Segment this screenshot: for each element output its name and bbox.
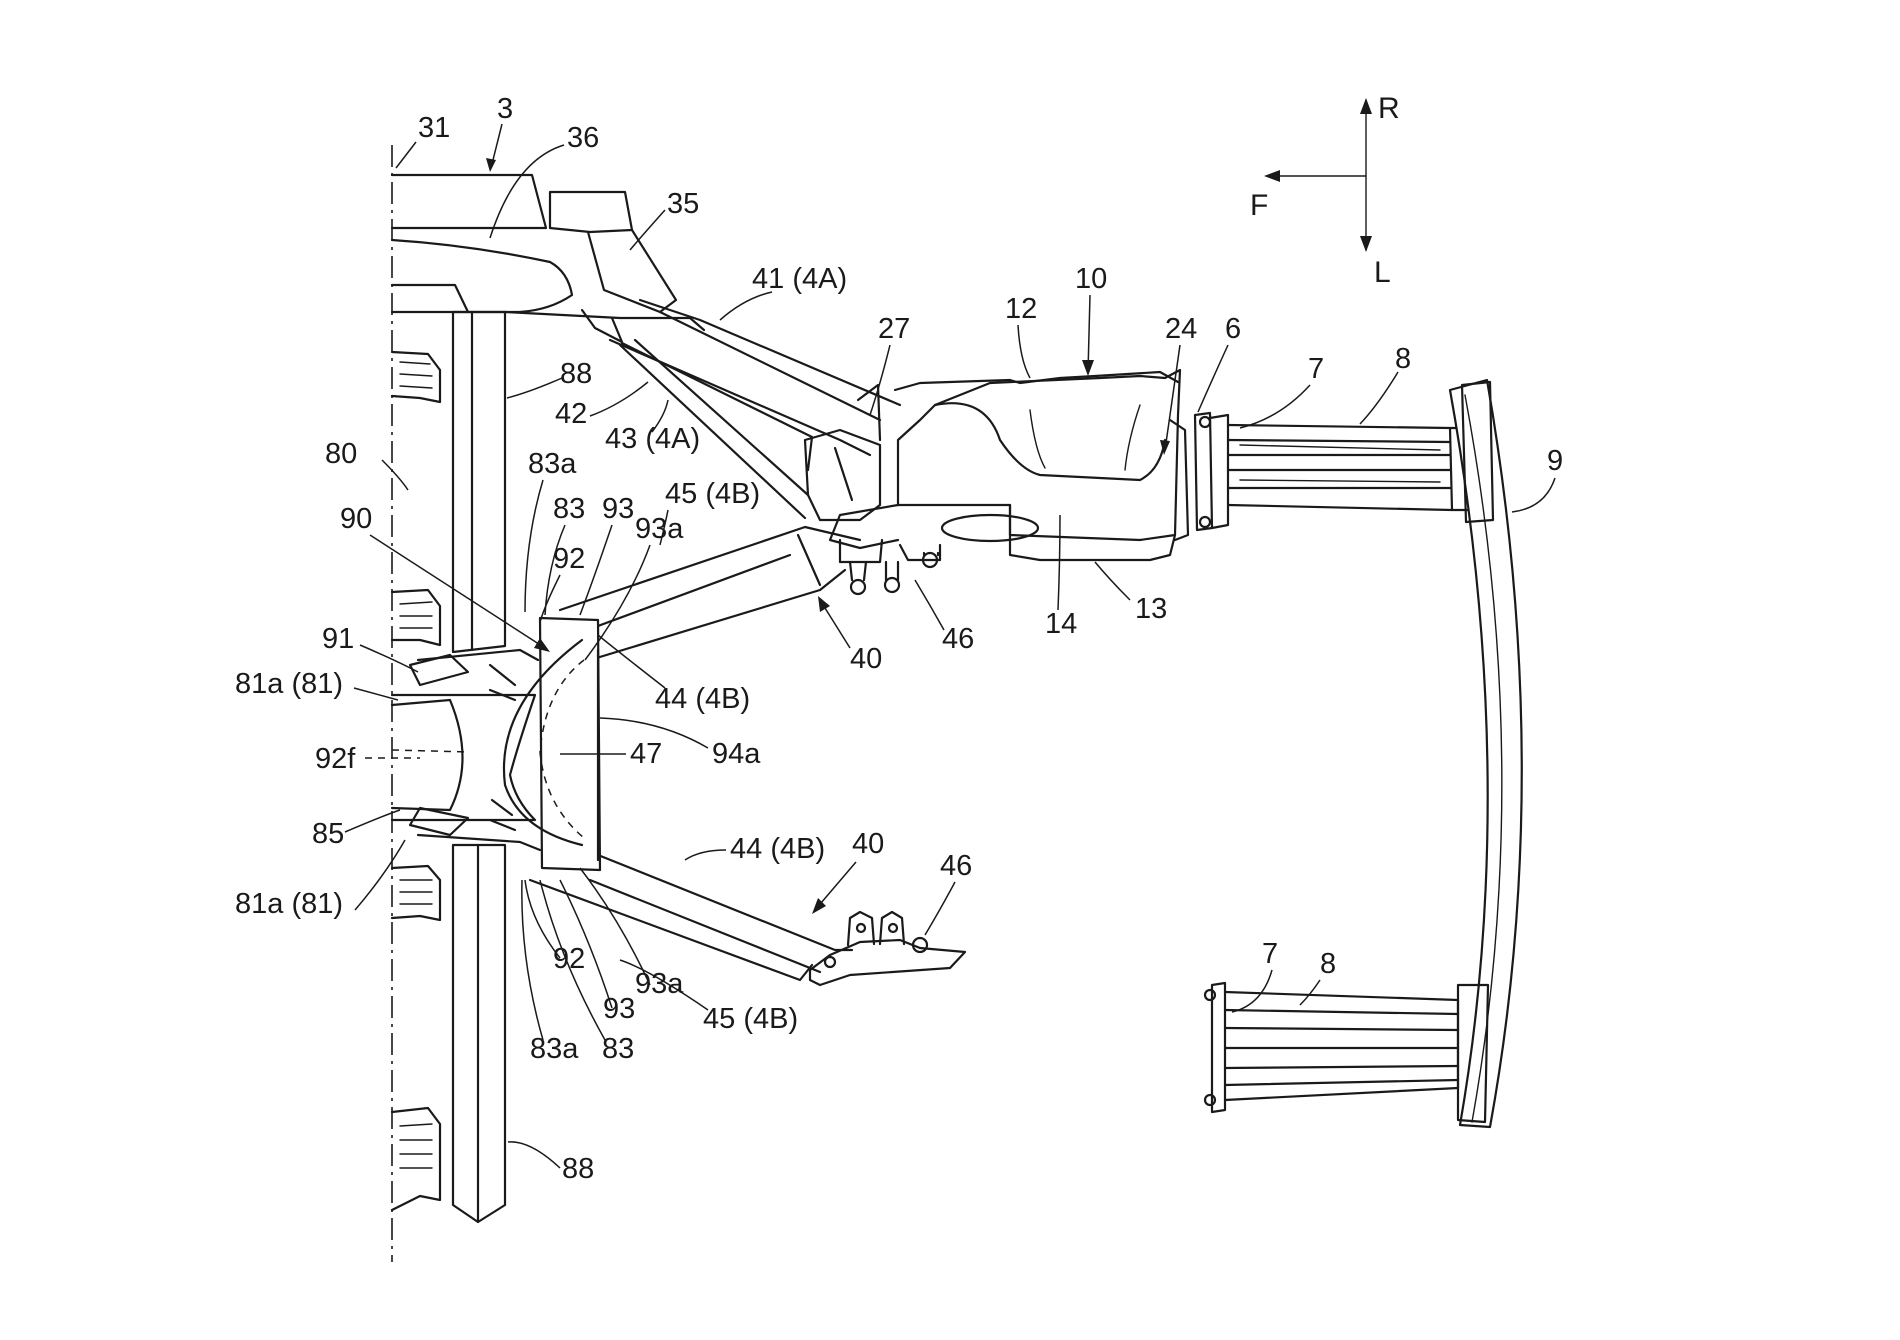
bumper-beam [1448,378,1523,1129]
label-93a1: 93a [635,513,684,545]
label-41: 41 (4A) [752,263,847,295]
lower-frame-members-lower [528,853,967,987]
label-47: 47 [630,738,662,770]
crash-box-assembly [803,368,1190,596]
label-35: 35 [667,188,699,220]
label-45a: 45 (4B) [665,478,760,510]
label-92f: 92f [315,743,356,775]
label-88a: 88 [560,358,592,390]
direction-indicator: R F L [1250,92,1400,289]
cowl-structure [390,173,706,344]
label-83a-2: 83a [530,1033,579,1065]
label-6: 6 [1225,313,1241,345]
label-14: 14 [1045,608,1077,640]
label-7b: 7 [1262,938,1278,970]
label-31: 31 [418,112,450,144]
label-81a-1: 81a (81) [235,668,343,700]
side-frame-rail [390,310,507,1224]
label-90: 90 [340,503,372,535]
label-83-1: 83 [553,493,585,525]
label-83-2: 83 [602,1033,634,1065]
label-83a1: 83a [528,448,577,480]
label-3: 3 [497,93,513,125]
label-27: 27 [878,313,910,345]
label-40b: 40 [852,828,884,860]
direction-r-label: R [1378,92,1400,125]
label-94a: 94a [712,738,761,770]
label-93-2: 93 [603,993,635,1025]
label-80: 80 [325,438,357,470]
label-46a: 46 [942,623,974,655]
label-91: 91 [322,623,354,655]
label-81a-2: 81a (81) [235,888,343,920]
label-88b: 88 [562,1153,594,1185]
label-92-2: 92 [553,943,585,975]
label-42: 42 [555,398,587,430]
label-12: 12 [1005,293,1037,325]
suspension-mount [390,616,602,872]
direction-l-label: L [1374,256,1391,289]
direction-f-label: F [1250,189,1268,222]
label-44b: 44 (4B) [730,833,825,865]
label-8b: 8 [1320,948,1336,980]
lower-crash-can [1203,981,1460,1114]
label-7a: 7 [1308,353,1324,385]
label-13: 13 [1135,593,1167,625]
label-92-1: 92 [553,543,585,575]
label-45b: 45 (4B) [703,1003,798,1035]
label-93-1: 93 [602,493,634,525]
label-40a: 40 [850,643,882,675]
label-9: 9 [1547,445,1563,477]
label-85: 85 [312,818,344,850]
label-46b: 46 [940,850,972,882]
label-8a: 8 [1395,343,1411,375]
label-10: 10 [1075,263,1107,295]
label-43: 43 (4A) [605,423,700,455]
label-24: 24 [1165,313,1197,345]
label-36: 36 [567,122,599,154]
reference-labels: 31 3 36 35 41 (4A) 27 12 10 24 6 7 8 9 8… [235,93,1563,1185]
upper-crash-can [1193,411,1480,532]
label-44a: 44 (4B) [655,683,750,715]
label-93a-2: 93a [635,968,684,1000]
